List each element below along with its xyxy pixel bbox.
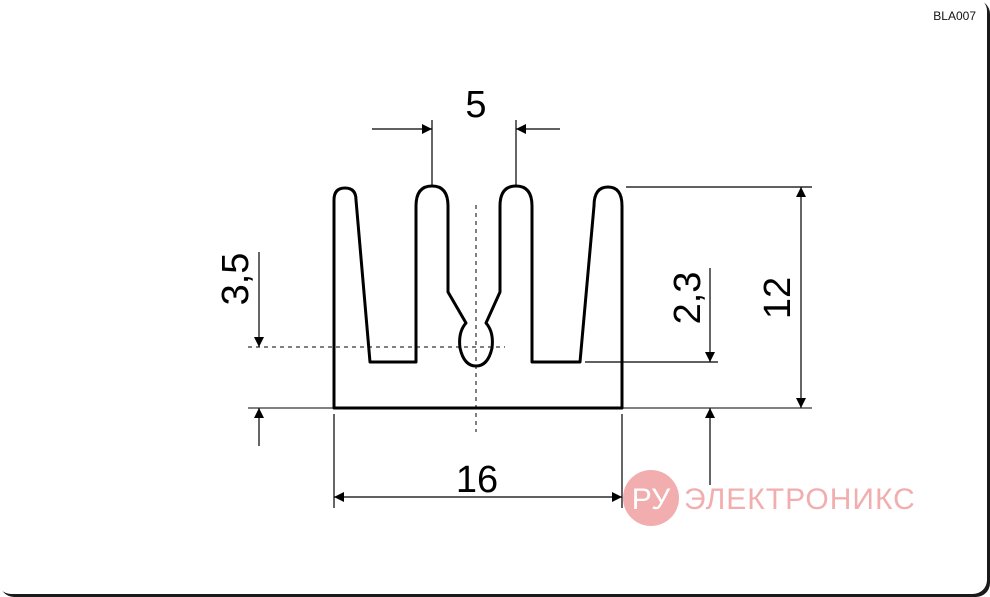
dim-2-3-label: 2,3 (667, 272, 709, 325)
watermark-text: ЭЛЕКТРОНИКС (684, 483, 916, 516)
dim-3-5-label: 3,5 (215, 253, 257, 306)
drawing-code: BLA007 (933, 9, 976, 23)
watermark-logo-letters: РУ (632, 483, 671, 516)
dim-16-label: 16 (456, 459, 498, 501)
dim-12-label: 12 (757, 277, 799, 319)
heatsink-profile (332, 184, 624, 410)
dim-5-label: 5 (465, 84, 486, 126)
watermark-logo: РУ (623, 470, 679, 526)
watermark-logo-circle (623, 470, 679, 526)
